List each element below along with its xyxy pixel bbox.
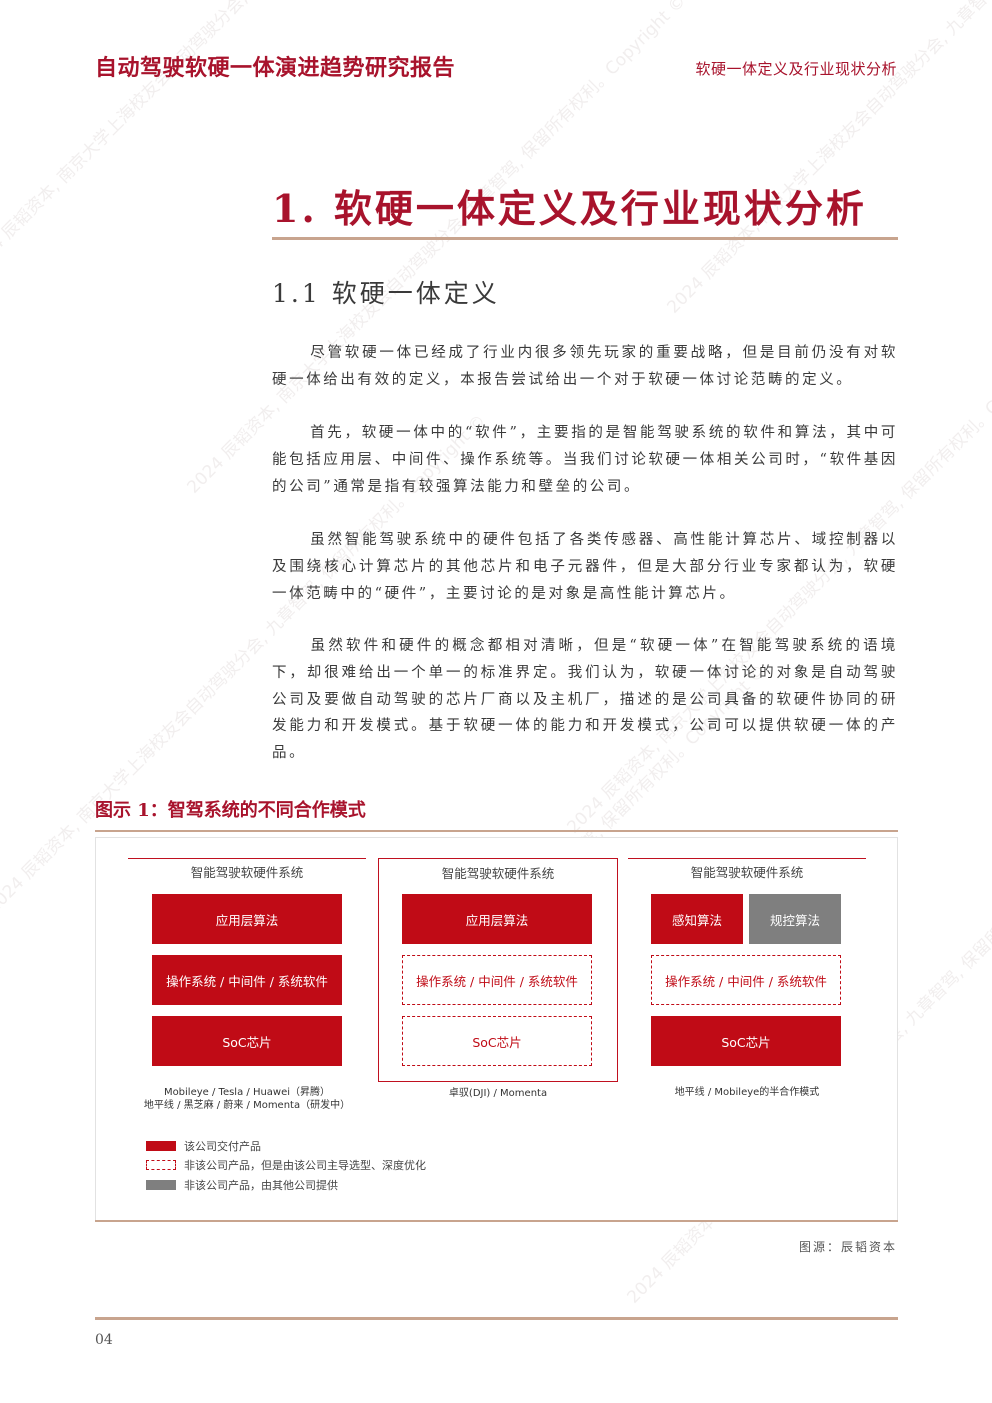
- paragraph: 虽然智能驾驶系统中的硬件包括了各类传感器、高性能计算芯片、域控制器以及围绕核心计…: [272, 527, 898, 607]
- paragraph-text: 虽然软件和硬件的概念都相对清晰，但是“软硬一体”在智能驾驶系统的语境下，却很难给…: [272, 638, 898, 762]
- legend-swatch-solid: [146, 1141, 176, 1151]
- company-line: 卓驭(DJI) / Momenta: [448, 1088, 548, 1099]
- panel-companies: 卓驭(DJI) / Momenta: [379, 1087, 617, 1100]
- legend-label: 非该公司产品，但是由该公司主导选型、深度优化: [184, 1159, 426, 1172]
- os-middleware-block: 操作系统 / 中间件 / 系统软件: [402, 955, 592, 1005]
- legend-swatch-dashed: [146, 1160, 176, 1170]
- figure-source: 图源：辰韬资本: [798, 1240, 897, 1254]
- legend-item: 非该公司产品，但是由该公司主导选型、深度优化: [146, 1157, 426, 1173]
- paragraph: 虽然软件和硬件的概念都相对清晰，但是“软硬一体”在智能驾驶系统的语境下，却很难给…: [272, 633, 898, 767]
- soc-chip-block: SoC芯片: [651, 1016, 841, 1066]
- paragraph-text: 首先，软硬一体中的“软件”，主要指的是智能驾驶系统的软件和算法，其中可能包括应用…: [272, 425, 898, 495]
- section-title: 1. 软硬一体定义及行业现状分析: [272, 186, 867, 231]
- soc-chip-block: SoC芯片: [402, 1016, 592, 1066]
- legend-label: 非该公司产品，由其他公司提供: [184, 1179, 338, 1192]
- panel-title: 智能驾驶软硬件系统: [190, 865, 304, 880]
- legend-item: 该公司交付产品: [146, 1138, 261, 1154]
- planning-control-block: 规控算法: [749, 894, 841, 944]
- company-line: 地平线 / 黑芝麻 / 蔚来 / Momenta（研发中）: [143, 1100, 351, 1111]
- figure-bottom-rule: [95, 1220, 898, 1222]
- watermark-text: 2024 辰韬资本, 南京大学上海校友会自动驾驶分会, 九章智驾, 保留所有权利…: [663, 0, 992, 318]
- section-rule: [272, 237, 898, 240]
- panel-companies: Mobileye / Tesla / Huawei（昇腾） 地平线 / 黑芝麻 …: [122, 1086, 372, 1112]
- paragraph: 尽管软硬一体已经成了行业内很多领先玩家的重要战略，但是目前仍没有对软硬一体给出有…: [272, 340, 898, 394]
- figure-title: 图示 1：智驾系统的不同合作模式: [95, 800, 366, 821]
- figure-diagram: 智能驾驶软硬件系统 应用层算法 操作系统 / 中间件 / 系统软件 SoC芯片 …: [95, 837, 898, 1222]
- panel-semi-cooperation: 智能驾驶软硬件系统 感知算法 规控算法 操作系统 / 中间件 / 系统软件 So…: [628, 858, 866, 1098]
- app-layer-block: 应用层算法: [402, 894, 592, 944]
- app-layer-block: 应用层算法: [152, 894, 342, 944]
- perception-block: 感知算法: [651, 894, 743, 944]
- subsection-title: 1.1 软硬一体定义: [272, 279, 500, 308]
- panel-top-line: [628, 858, 866, 859]
- legend-label: 该公司交付产品: [184, 1140, 261, 1153]
- paragraph-text: 虽然智能驾驶系统中的硬件包括了各类传感器、高性能计算芯片、域控制器以及围绕核心计…: [272, 532, 898, 602]
- panel-full-stack: 智能驾驶软硬件系统 应用层算法 操作系统 / 中间件 / 系统软件 SoC芯片 …: [128, 858, 366, 1111]
- panel-title: 智能驾驶软硬件系统: [441, 866, 555, 881]
- paragraph: 首先，软硬一体中的“软件”，主要指的是智能驾驶系统的软件和算法，其中可能包括应用…: [272, 420, 898, 500]
- panel-software-led: 智能驾驶软硬件系统 应用层算法 操作系统 / 中间件 / 系统软件 SoC芯片 …: [378, 858, 618, 1099]
- os-middleware-block: 操作系统 / 中间件 / 系统软件: [651, 955, 841, 1005]
- report-title: 自动驾驶软硬一体演进趋势研究报告: [95, 55, 456, 81]
- os-middleware-block: 操作系统 / 中间件 / 系统软件: [152, 955, 342, 1005]
- page-number: 04: [95, 1332, 113, 1348]
- paragraph-text: 尽管软硬一体已经成了行业内很多领先玩家的重要战略，但是目前仍没有对软硬一体给出有…: [272, 345, 898, 388]
- legend-swatch-grey: [146, 1180, 176, 1190]
- company-line: 地平线 / Mobileye的半合作模式: [674, 1087, 820, 1098]
- footer-rule: [95, 1317, 898, 1320]
- company-line: Mobileye / Tesla / Huawei（昇腾）: [163, 1087, 331, 1098]
- panel-title: 智能驾驶软硬件系统: [690, 865, 804, 880]
- panel-companies: 地平线 / Mobileye的半合作模式: [628, 1086, 866, 1099]
- panel-top-line: [128, 858, 366, 859]
- figure-top-rule: [95, 830, 898, 832]
- header-section-name: 软硬一体定义及行业现状分析: [695, 60, 897, 78]
- soc-chip-block: SoC芯片: [152, 1016, 342, 1066]
- legend-item: 非该公司产品，由其他公司提供: [146, 1177, 338, 1193]
